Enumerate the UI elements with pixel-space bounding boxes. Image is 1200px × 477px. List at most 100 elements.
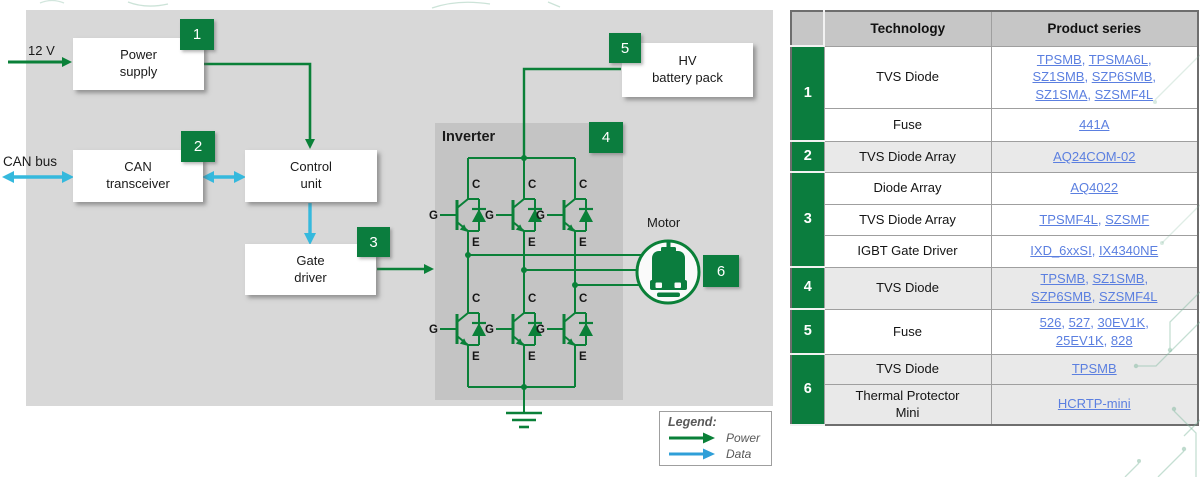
badge-1: 1: [180, 19, 214, 50]
product-link[interactable]: SZP6SMB: [1091, 69, 1153, 85]
product-link[interactable]: TPSMF4L: [1039, 211, 1098, 227]
product-link[interactable]: AQ4022: [1070, 180, 1119, 196]
separator: ,: [1144, 271, 1149, 287]
igbt-terminal-label: C: [579, 293, 587, 305]
separator: ,: [1152, 69, 1157, 85]
legend-power-arrow-icon: [669, 432, 715, 443]
hv-battery-pack-box: HV battery pack: [622, 43, 753, 97]
product-link[interactable]: IX4340NE: [1098, 243, 1159, 259]
inverter-wiring: [467, 157, 650, 412]
technology-cell: TVS Diode: [823, 353, 992, 385]
technology-cell: TVS Diode Array: [823, 140, 992, 173]
product-link[interactable]: 828: [1110, 332, 1133, 348]
data-wires: [2, 171, 316, 245]
hv-battery-line1: HV: [678, 53, 697, 69]
control-unit-line1: Control: [290, 159, 332, 175]
separator: ,: [1081, 51, 1089, 67]
product-series-cell: TPSMB, TPSMA6L,SZ1SMB, SZP6SMB,SZ1SMA, S…: [990, 45, 1199, 109]
technology-cell: TVS Diode: [823, 266, 992, 310]
technology-cell: TVS Diode: [823, 45, 992, 109]
product-link[interactable]: SZ1SMB: [1092, 271, 1145, 287]
igbt-symbol: CGE: [485, 293, 542, 363]
separator: ,: [1061, 314, 1069, 330]
product-link[interactable]: 526: [1039, 314, 1062, 330]
control-unit-line2: unit: [300, 176, 322, 191]
product-link[interactable]: 527: [1068, 314, 1091, 330]
product-link[interactable]: 441A: [1079, 116, 1110, 132]
product-series-cell: AQ4022: [990, 171, 1199, 205]
product-link[interactable]: TPSMB: [1040, 271, 1086, 287]
product-link[interactable]: 30EV1K: [1097, 314, 1146, 330]
igbt-symbol: CGE: [536, 293, 593, 363]
product-series-cell: 526, 527, 30EV1K,25EV1K, 828: [990, 308, 1199, 355]
product-link[interactable]: TPSMB: [1071, 361, 1117, 377]
legend-power-label: Power: [726, 430, 761, 445]
separator: ,: [1091, 243, 1099, 259]
gate-driver-box: Gate driver: [245, 244, 376, 295]
igbt-symbol: CGE: [429, 179, 486, 249]
igbt-terminal-label: G: [485, 324, 494, 336]
can-transceiver-line1: CAN: [124, 159, 152, 175]
corner-cell: [790, 10, 825, 47]
separator: ,: [1087, 86, 1095, 102]
legend-box: Legend: Power Data: [659, 411, 772, 466]
separator: ,: [1085, 271, 1093, 287]
igbt-terminal-label: G: [485, 210, 494, 222]
junction-dots: [465, 155, 578, 390]
igbt-terminal-label: G: [536, 324, 545, 336]
col-header-technology: Technology: [823, 10, 992, 47]
product-link[interactable]: HCRTP-mini: [1057, 396, 1131, 412]
badge-5: 5: [609, 33, 641, 63]
group-number: 3: [791, 171, 825, 268]
product-link[interactable]: SZ1SMB: [1032, 69, 1085, 85]
group-number: 1: [791, 45, 825, 142]
product-link[interactable]: SZP6SMB: [1031, 289, 1092, 304]
product-link[interactable]: SZSMF4L: [1098, 289, 1158, 304]
product-link[interactable]: TPSMA6L: [1088, 51, 1148, 67]
igbt-terminal-label: G: [536, 210, 545, 222]
badge-2: 2: [181, 131, 215, 162]
technology-cell: Fuse: [823, 308, 992, 355]
separator: ,: [1084, 69, 1092, 85]
legend-title: Legend:: [668, 415, 717, 429]
product-link[interactable]: 25EV1K: [1055, 332, 1104, 348]
power-supply-line2: supply: [119, 64, 158, 79]
hv-battery-line2: battery pack: [652, 70, 723, 85]
product-link[interactable]: SZSMF4L: [1094, 86, 1154, 102]
igbt-terminal-label: G: [429, 210, 438, 222]
power-wires: [8, 57, 621, 274]
separator: ,: [1147, 51, 1152, 67]
product-link[interactable]: IXD_6xxSI: [1030, 243, 1092, 259]
motor-label: Motor: [647, 215, 681, 230]
can-bus-label: CAN bus: [3, 154, 58, 169]
motor-icon: [635, 239, 701, 305]
product-link[interactable]: SZSMF: [1105, 211, 1150, 227]
igbt-terminal-label: E: [528, 351, 536, 363]
product-series-cell: 441A: [990, 107, 1199, 142]
inverter-label: Inverter: [442, 129, 496, 145]
product-link[interactable]: TPSMB: [1036, 51, 1082, 67]
technology-cell: Diode Array: [823, 171, 992, 205]
product-link[interactable]: SZ1SMA: [1035, 86, 1088, 102]
product-series-cell: TPSMB: [990, 353, 1199, 385]
product-link[interactable]: AQ24COM-02: [1053, 148, 1136, 164]
product-series-cell: HCRTP-mini: [990, 383, 1199, 426]
group-number: 4: [791, 266, 825, 310]
separator: ,: [1091, 289, 1099, 304]
badge-4: 4: [589, 122, 623, 153]
technology-cell: TVS Diode Array: [823, 203, 992, 236]
product-series-cell: AQ24COM-02: [990, 140, 1199, 173]
